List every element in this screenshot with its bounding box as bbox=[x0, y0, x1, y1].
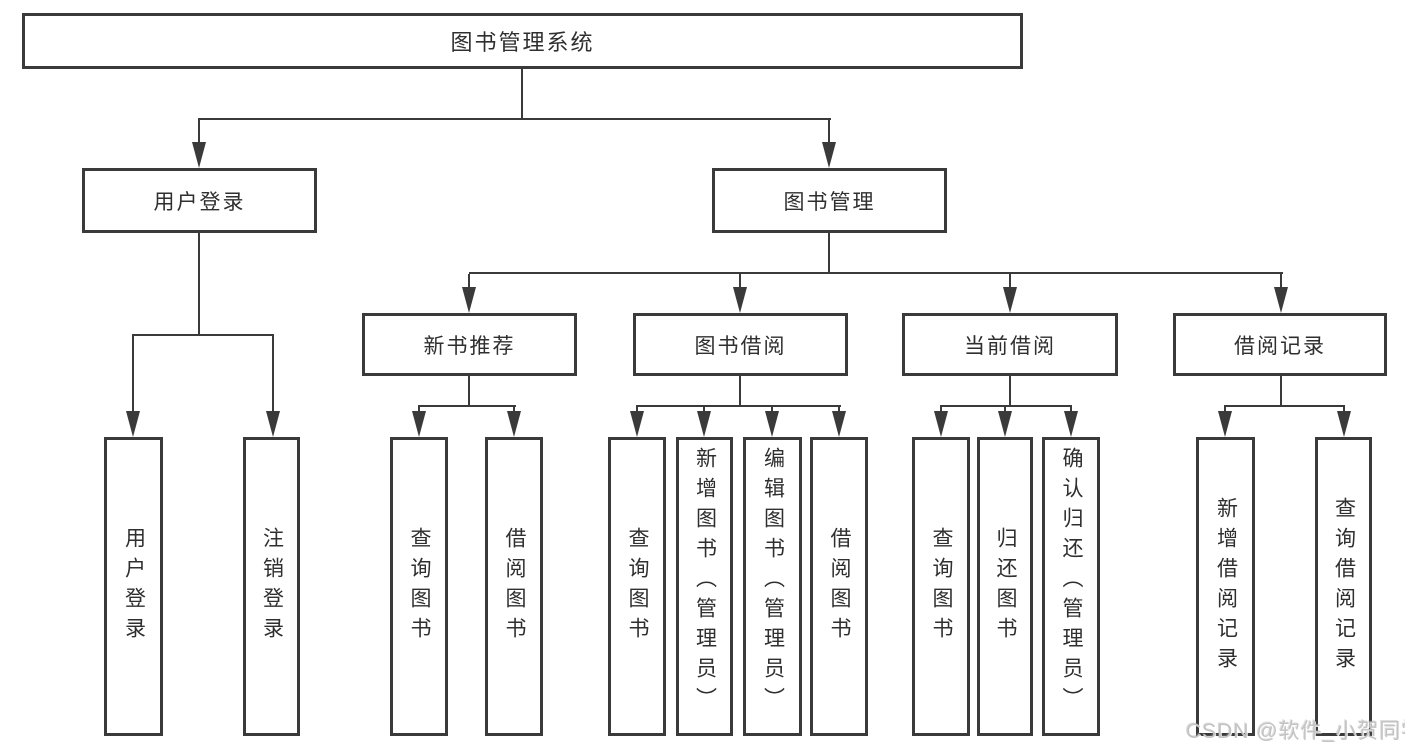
node-new-book-recommend: 新书推荐 bbox=[362, 313, 577, 376]
connector-records-riser bbox=[1280, 376, 1282, 407]
arrowhead-leaf bbox=[1064, 411, 1078, 437]
connector-current-rail bbox=[940, 405, 1072, 407]
connector-stem-new-book-recommend bbox=[468, 274, 470, 290]
arrowhead-leaf-user-login bbox=[126, 411, 140, 437]
connector-root-riser bbox=[521, 69, 523, 120]
node-leaf-query-borrow-record: 查询借阅记录 bbox=[1315, 437, 1372, 736]
arrowhead-leaf bbox=[697, 411, 711, 437]
connector-book-management-riser bbox=[828, 233, 830, 274]
connector-user-login-rail bbox=[132, 334, 274, 336]
arrowhead-leaf bbox=[507, 411, 521, 437]
connector-borrow-riser bbox=[739, 376, 741, 407]
node-leaf-edit-books-admin: 编辑图书（管理员） bbox=[743, 437, 802, 736]
node-leaf-query-books-3: 查询图书 bbox=[912, 437, 970, 736]
connector-stem-borrow-records bbox=[1280, 274, 1282, 290]
arrowhead-leaf bbox=[1218, 411, 1232, 437]
connector-current-riser bbox=[1009, 376, 1011, 407]
node-leaf-user-login: 用户登录 bbox=[104, 437, 163, 736]
arrowhead-leaf bbox=[412, 411, 426, 437]
node-book-borrow: 图书借阅 bbox=[633, 313, 848, 376]
node-leaf-logout: 注销登录 bbox=[243, 437, 300, 736]
node-user-login: 用户登录 bbox=[82, 168, 317, 233]
connector-level2-rail bbox=[469, 272, 1283, 274]
node-current-borrow: 当前借阅 bbox=[902, 313, 1118, 376]
connector-recommend-rail bbox=[418, 405, 516, 407]
connector-stem-leaf-user-login bbox=[132, 336, 134, 414]
connector-stem-book-management bbox=[828, 120, 830, 146]
node-leaf-confirm-return-admin: 确认归还（管理员） bbox=[1042, 437, 1100, 736]
connector-records-rail bbox=[1224, 405, 1345, 407]
arrowhead-user-login bbox=[192, 142, 206, 168]
connector-recommend-riser bbox=[468, 376, 470, 407]
arrowhead-leaf bbox=[1337, 411, 1351, 437]
node-book-management: 图书管理 bbox=[712, 168, 947, 233]
node-leaf-add-borrow-record: 新增借阅记录 bbox=[1196, 437, 1255, 736]
node-leaf-borrow-books-1: 借阅图书 bbox=[485, 437, 543, 736]
node-leaf-add-books-admin: 新增图书（管理员） bbox=[676, 437, 733, 736]
arrowhead-leaf-logout bbox=[266, 411, 280, 437]
arrowhead-leaf bbox=[998, 411, 1012, 437]
arrowhead-leaf bbox=[832, 411, 846, 437]
connector-stem-leaf-logout bbox=[272, 336, 274, 414]
connector-stem-user-login bbox=[198, 120, 200, 146]
node-leaf-borrow-books-2: 借阅图书 bbox=[810, 437, 868, 736]
connector-user-login-riser bbox=[198, 233, 200, 336]
connector-level1-rail bbox=[198, 118, 831, 120]
arrowhead-leaf bbox=[934, 411, 948, 437]
connector-borrow-rail bbox=[636, 405, 841, 407]
arrowhead-book-management bbox=[822, 142, 836, 168]
arrowhead-book-borrow bbox=[733, 287, 747, 313]
connector-stem-book-borrow bbox=[739, 274, 741, 290]
connector-stem-current-borrow bbox=[1009, 274, 1011, 290]
node-root: 图书管理系统 bbox=[22, 13, 1023, 69]
node-leaf-query-books-2: 查询图书 bbox=[608, 437, 666, 736]
arrowhead-borrow-records bbox=[1274, 287, 1288, 313]
node-borrow-records: 借阅记录 bbox=[1173, 313, 1387, 376]
arrowhead-leaf bbox=[630, 411, 644, 437]
arrowhead-leaf bbox=[765, 411, 779, 437]
node-leaf-query-books-1: 查询图书 bbox=[390, 437, 448, 736]
csdn-watermark: CSDN @软件_小贺同学 bbox=[1186, 720, 1405, 743]
arrowhead-current-borrow bbox=[1003, 287, 1017, 313]
arrowhead-new-book-recommend bbox=[462, 287, 476, 313]
node-leaf-return-books: 归还图书 bbox=[977, 437, 1033, 736]
